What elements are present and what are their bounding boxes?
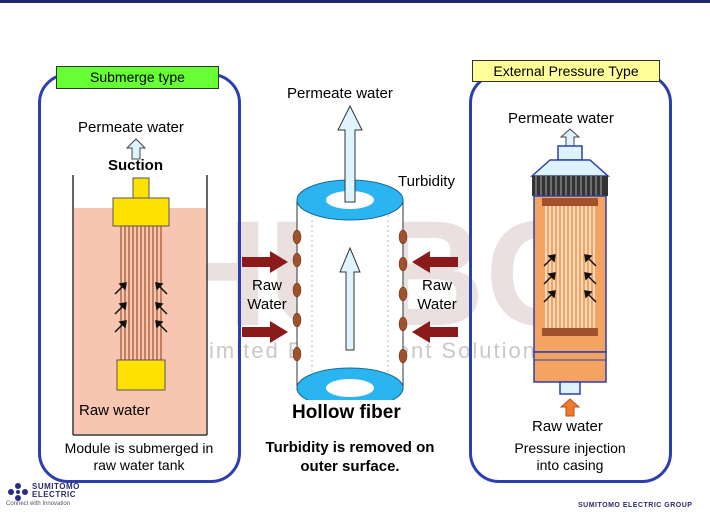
raw-water-left-line1: Raw bbox=[251, 277, 282, 294]
submerge-type-tag: Submerge type bbox=[56, 66, 219, 89]
hollow-fiber-title: Hollow fiber bbox=[292, 402, 401, 423]
raw-water-right-line1: Raw bbox=[421, 277, 452, 294]
submerge-raw-water-label: Raw water bbox=[79, 402, 150, 419]
footer-group: SUMITOMO ELECTRIC GROUP bbox=[578, 502, 693, 509]
raw-water-right-line2: Water bbox=[417, 296, 457, 313]
submerge-caption-line1: Module is submerged in bbox=[64, 440, 214, 456]
center-permeate-label: Permeate water bbox=[287, 85, 393, 102]
submerge-caption-line2: raw water tank bbox=[93, 457, 185, 473]
external-caption-line1: Pressure injection bbox=[514, 440, 626, 456]
hollow-fiber-caption-line2: outer surface. bbox=[300, 458, 400, 475]
raw-water-left-label: Raw Water bbox=[242, 276, 292, 314]
permeate-up-arrow-icon bbox=[126, 138, 146, 160]
footer-brand-line1: SUMITOMO bbox=[32, 482, 80, 491]
turbidity-label: Turbidity bbox=[398, 173, 455, 190]
submerge-caption: Module is submerged in raw water tank bbox=[44, 440, 234, 474]
external-caption-line2: into casing bbox=[536, 457, 604, 473]
raw-water-right-label: Raw Water bbox=[412, 276, 462, 314]
submerge-tank-diagram bbox=[72, 175, 208, 436]
footer-brand-line2: ELECTRIC bbox=[32, 490, 76, 499]
suction-label: Suction bbox=[108, 157, 163, 174]
hollow-fiber-caption: Turbidity is removed on outer surface. bbox=[245, 438, 455, 476]
sumitomo-logo-icon bbox=[8, 483, 28, 501]
external-permeate-label: Permeate water bbox=[508, 110, 614, 127]
external-raw-water-label: Raw water bbox=[532, 418, 603, 435]
external-casing-diagram bbox=[530, 128, 610, 417]
top-bar bbox=[0, 0, 710, 3]
footer-brand: SUMITOMO ELECTRIC bbox=[32, 483, 80, 499]
hollow-fiber-diagram bbox=[242, 104, 458, 400]
footer-tagline: Connect with Innovation bbox=[6, 501, 71, 507]
submerge-permeate-label: Permeate water bbox=[78, 119, 184, 136]
external-caption: Pressure injection into casing bbox=[480, 440, 660, 474]
external-pressure-type-tag: External Pressure Type bbox=[472, 60, 660, 82]
hollow-fiber-caption-line1: Turbidity is removed on bbox=[265, 439, 435, 456]
raw-water-left-line2: Water bbox=[247, 296, 287, 313]
